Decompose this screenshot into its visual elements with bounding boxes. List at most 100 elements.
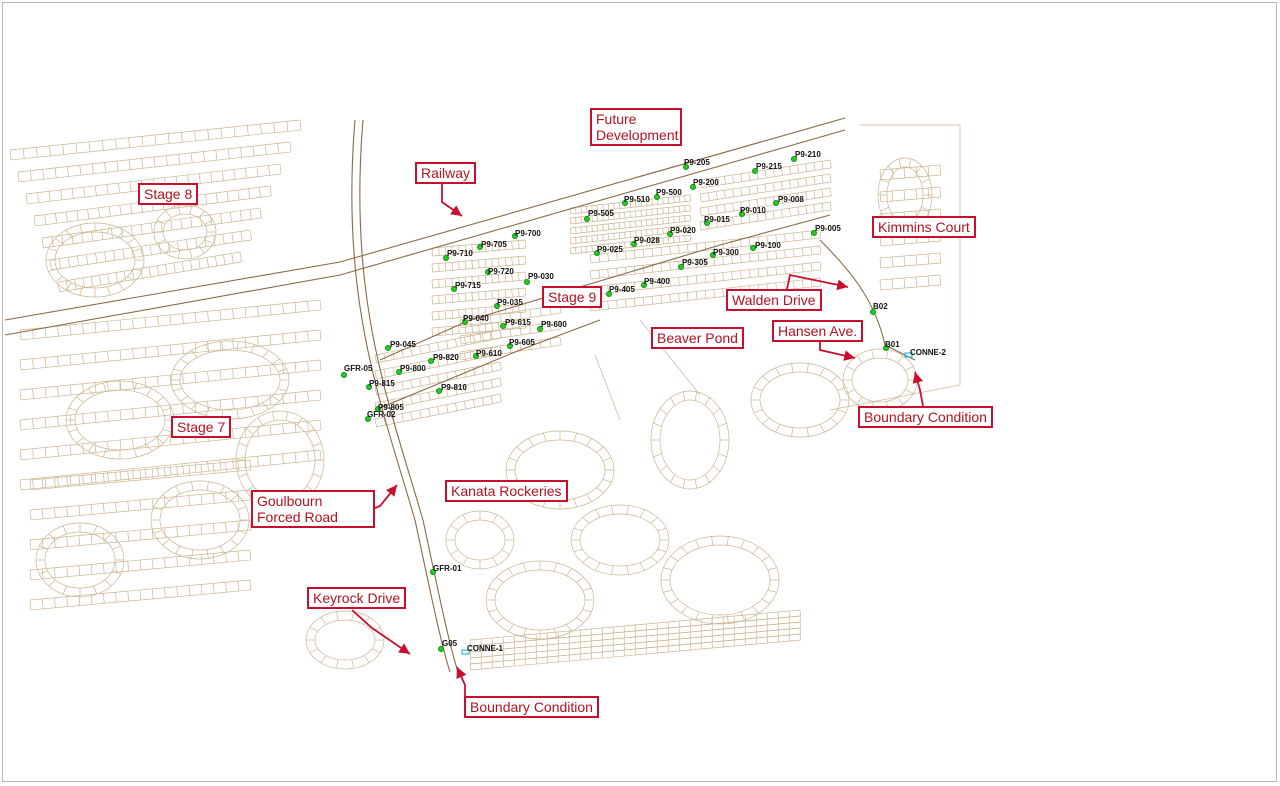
- node-dot: [667, 231, 673, 237]
- node-label: P9-715: [455, 281, 481, 290]
- node-dot: [631, 241, 637, 247]
- node-label: P9-035: [497, 298, 523, 307]
- node-label: P9-015: [704, 215, 730, 224]
- node-label: P9-200: [693, 178, 719, 187]
- node-dot: [750, 245, 756, 251]
- node-dot: [485, 269, 491, 275]
- node-dot: [690, 184, 696, 190]
- node-dot: [512, 233, 518, 239]
- callout-beaver-pond: Beaver Pond: [651, 327, 744, 349]
- node-dot: [473, 353, 479, 359]
- node-label: P9-510: [624, 195, 650, 204]
- node-label: P9-045: [390, 340, 416, 349]
- node-dot: [436, 388, 442, 394]
- node-label: CONNE-2: [910, 348, 947, 357]
- node-label: P9-028: [634, 236, 660, 245]
- node-label: GFR-05: [344, 364, 373, 373]
- node-dot: [396, 369, 402, 375]
- callout-keyrock-drive: Keyrock Drive: [307, 587, 407, 609]
- node-dot: [811, 230, 817, 236]
- parcel-lines: [9, 119, 961, 671]
- boundary-markers: [461, 352, 913, 655]
- node-label: P9-400: [644, 277, 670, 286]
- callout-kimmins-court: Kimmins Court: [872, 216, 976, 238]
- node-label: P9-810: [441, 383, 467, 392]
- node-label: P9-720: [488, 267, 514, 276]
- node-label: P9-025: [597, 245, 623, 254]
- node-dot: [739, 211, 745, 217]
- node-dot: [500, 323, 506, 329]
- callout-arrows: [351, 181, 924, 696]
- node-dot: [524, 279, 530, 285]
- node-label: P9-615: [505, 318, 531, 327]
- node-label: P9-210: [795, 150, 821, 159]
- node-label: P9-705: [481, 240, 507, 249]
- node-label: P9-020: [670, 226, 696, 235]
- callout-walden-drive: Walden Drive: [726, 289, 822, 311]
- node-dot: [430, 569, 436, 575]
- node-label: P9-215: [756, 162, 782, 171]
- node-dot: [773, 200, 779, 206]
- node-label: P9-610: [476, 349, 502, 358]
- node-label: GFR-02: [367, 410, 396, 419]
- node-label: B02: [873, 302, 888, 311]
- node-dot: [584, 216, 590, 222]
- node-dot: [366, 384, 372, 390]
- callout-boundary-condition-south: Boundary Condition: [464, 696, 599, 718]
- node-dot: [443, 255, 449, 261]
- node-label: P9-500: [656, 188, 682, 197]
- boundary-marker-east: [904, 352, 913, 358]
- road-lines: [4, 117, 916, 673]
- callout-goulbourn-forced-road: Goulbourn Forced Road: [251, 490, 375, 528]
- node-label: P9-010: [740, 206, 766, 215]
- callout-stage-7: Stage 7: [171, 416, 232, 438]
- node-dot: [477, 244, 483, 250]
- node-dot: [606, 291, 612, 297]
- node-dot: [385, 345, 391, 351]
- node-dot: [462, 319, 468, 325]
- node-dot: [678, 264, 684, 270]
- node-dot: [683, 164, 689, 170]
- node-dot: [594, 250, 600, 256]
- callout-boundary-condition-east: Boundary Condition: [858, 406, 993, 428]
- node-label: P9-600: [541, 320, 567, 329]
- node-label: P9-805: [378, 403, 404, 412]
- node-dot: [752, 168, 758, 174]
- node-dot: [375, 406, 381, 412]
- node-dot: [654, 194, 660, 200]
- node-label: P9-700: [515, 229, 541, 238]
- node-dot: [870, 309, 876, 315]
- node-dot: [494, 303, 500, 309]
- callout-stage-9: Stage 9: [542, 286, 603, 308]
- node-label: P9-800: [400, 364, 426, 373]
- node-label: P9-040: [463, 314, 489, 323]
- node-label: P9-815: [369, 379, 395, 388]
- node-dot: [710, 252, 716, 258]
- callout-railway: Railway: [415, 162, 477, 184]
- node-label: P9-008: [778, 195, 804, 204]
- node-label: P9-605: [509, 338, 535, 347]
- boundary-marker-south: [461, 649, 470, 655]
- node-dot: [451, 286, 457, 292]
- node-label: P9-030: [528, 272, 554, 281]
- node-dot: [438, 646, 444, 652]
- node-dot: [507, 343, 513, 349]
- node-dot: [791, 156, 797, 162]
- node-label: P9-100: [755, 241, 781, 250]
- node-label: P9-305: [682, 258, 708, 267]
- callout-kanata-rockeries: Kanata Rockeries: [445, 480, 568, 502]
- node-label: CONNE-1: [467, 644, 504, 653]
- node-label: GFR-01: [433, 564, 462, 573]
- node-label: P9-505: [588, 209, 614, 218]
- node-dot: [537, 326, 543, 332]
- callout-future-development: Future Development: [590, 108, 682, 146]
- node-label: P9-005: [815, 224, 841, 233]
- node-label: B01: [885, 340, 900, 349]
- node-dot: [883, 345, 889, 351]
- callout-stage-8: Stage 8: [138, 183, 199, 205]
- node-label: G05: [442, 639, 458, 648]
- node-dot: [641, 282, 647, 288]
- node-label: P9-205: [684, 158, 710, 167]
- node-label: P9-710: [447, 249, 473, 258]
